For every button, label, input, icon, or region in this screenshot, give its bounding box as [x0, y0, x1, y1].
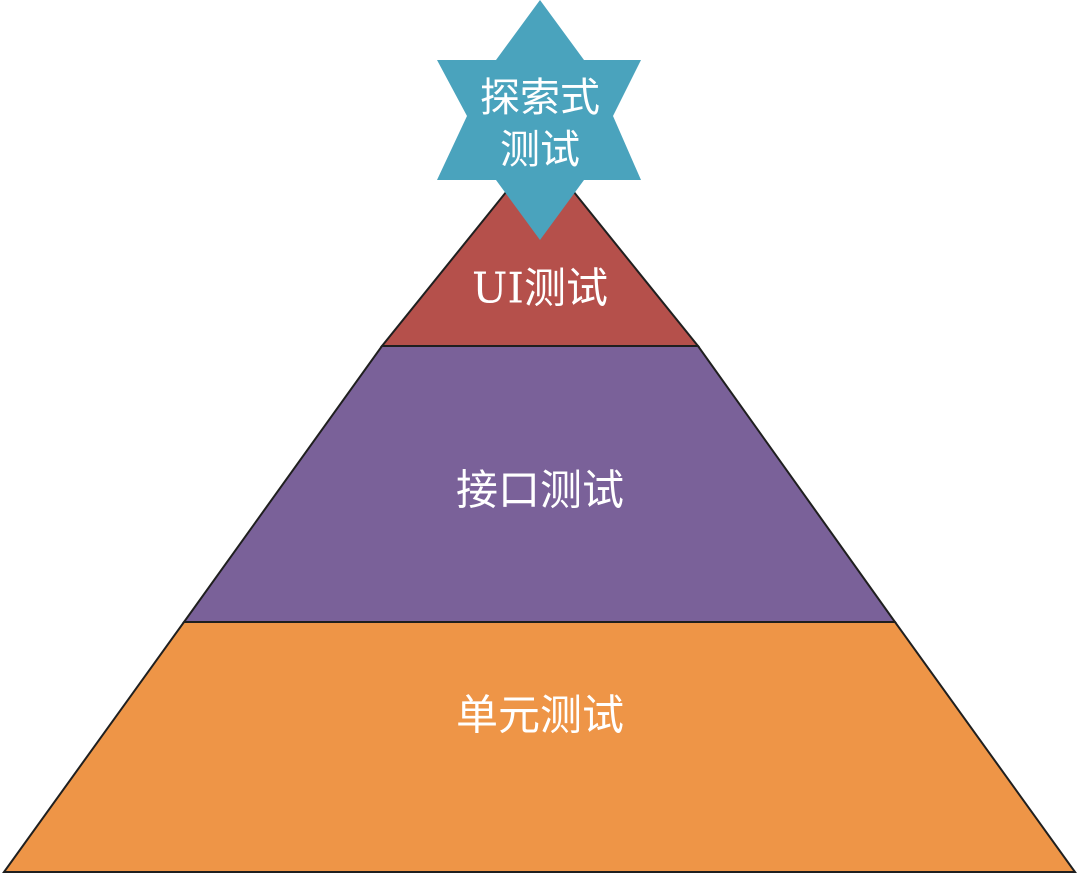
pyramid-layer-ui-label: UI测试 [472, 264, 608, 313]
exploratory-testing-star [437, 0, 641, 240]
pyramid-layer-unit-label: 单元测试 [456, 691, 624, 740]
pyramid-layer-ui [379, 148, 701, 347]
star-label-line1: 探索式 [480, 75, 600, 121]
pyramid-layer-interface-label: 接口测试 [456, 466, 624, 515]
pyramid-layer-unit [2, 621, 1077, 873]
star-label-line2: 测试 [500, 127, 580, 173]
